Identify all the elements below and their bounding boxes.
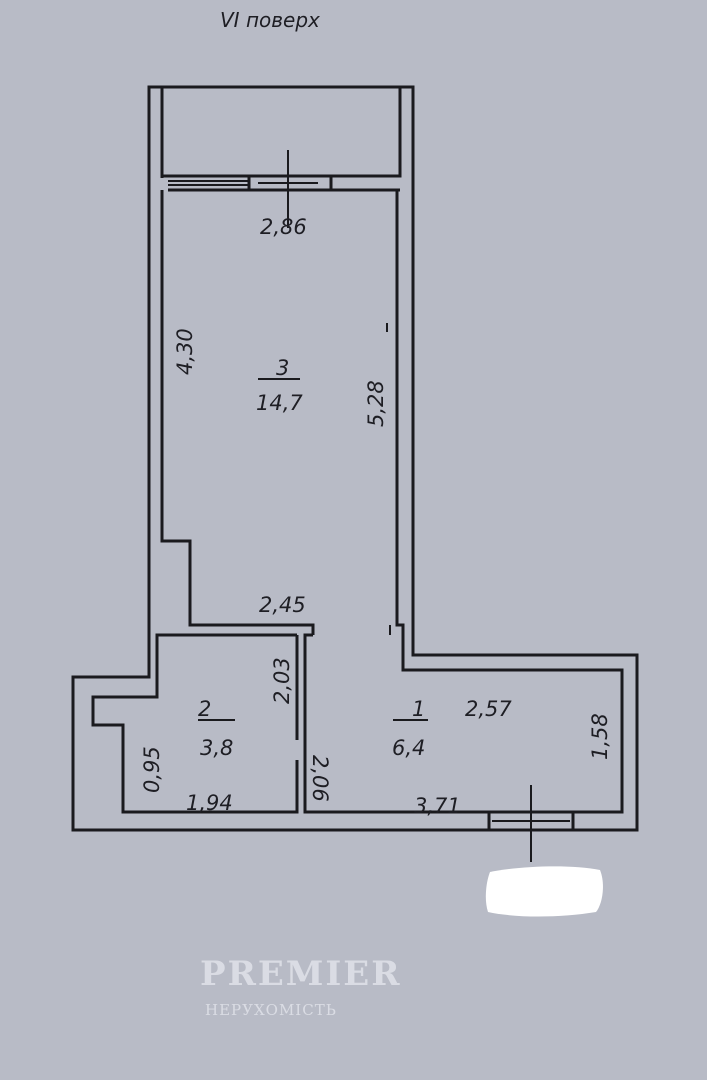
room-3-area: 14,7 — [256, 391, 303, 415]
room-2-area: 3,8 — [200, 736, 233, 760]
room-3-number: 3 — [276, 356, 289, 380]
dim-room3-right: 5,28 — [364, 380, 388, 427]
room-1-number: 1 — [412, 697, 425, 721]
dim-balcony-width: 2,86 — [260, 215, 307, 239]
watermark-brand: PREMIER — [200, 954, 401, 994]
watermark-subtitle: НЕРУХОМІСТЬ — [205, 1001, 337, 1019]
dim-hall-height: 2,06 — [308, 755, 332, 802]
dim-hall-top: 2,57 — [465, 697, 512, 721]
dim-room3-left: 4,30 — [173, 328, 197, 375]
dim-hall-bottom: 3,71 — [414, 794, 461, 818]
entrance-door — [487, 785, 575, 862]
dim-bath-bottom: 1,94 — [186, 791, 233, 815]
room-2-wall — [91, 633, 299, 814]
dim-bath-height: 2,03 — [270, 657, 294, 704]
redacted-label — [485, 866, 603, 917]
dim-hall-right: 1,58 — [588, 713, 612, 760]
outer-wall — [71, 85, 639, 832]
floor-label: VI поверх — [220, 8, 320, 32]
dim-bath-left: 0,95 — [140, 746, 164, 793]
balcony-wall — [160, 87, 402, 178]
balcony-door — [168, 150, 400, 228]
room-1-area: 6,4 — [392, 736, 425, 760]
dim-room3-bottom: 2,45 — [259, 593, 306, 617]
room-2-number: 2 — [198, 697, 211, 721]
room-3-wall — [160, 190, 624, 814]
